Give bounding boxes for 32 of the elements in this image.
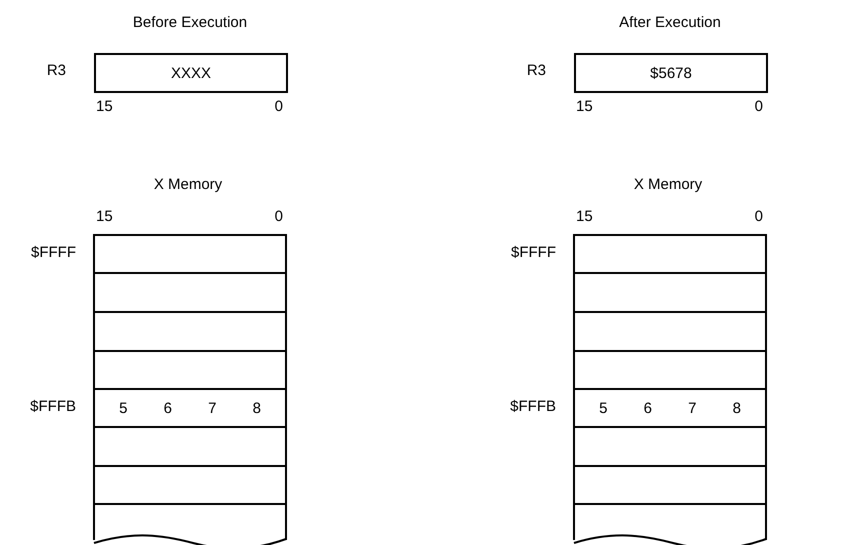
bit-number: 0 [274,98,283,115]
memory-heading: X Memory [154,176,222,193]
cell-digit: 5 [119,400,128,416]
bit-number: 0 [754,208,763,225]
cell-digit: 6 [644,400,652,416]
cell-digit: 5 [599,400,608,416]
register-name: R3 [526,62,546,79]
register-name: R3 [46,62,66,79]
bit-number: 0 [274,208,283,225]
bit-number: 15 [576,208,593,225]
memory-heading: X Memory [634,176,702,193]
memory-address: $FFFB [30,398,76,415]
cell-digit: 8 [252,400,261,416]
panel-heading: After Execution [619,14,721,31]
cell-digit: 7 [688,400,696,416]
register-value: $5678 [650,64,692,82]
cell-digit: 8 [732,400,741,416]
cell-digit: 7 [208,400,216,416]
memory-address: $FFFF [31,244,76,261]
cell-digit: 6 [164,400,172,416]
bit-number: 15 [96,98,113,115]
memory-address: $FFFF [511,244,556,261]
bit-number: 15 [96,208,113,225]
bit-number: 15 [576,98,593,115]
register-value: XXXX [170,64,212,82]
torn-memory-cell [95,503,285,543]
memory-address: $FFFB [510,398,556,415]
register-box [574,53,768,93]
bit-number: 0 [754,98,763,115]
torn-memory-cell [575,503,765,543]
register-box [94,53,288,93]
panel-heading: Before Execution [132,14,248,31]
